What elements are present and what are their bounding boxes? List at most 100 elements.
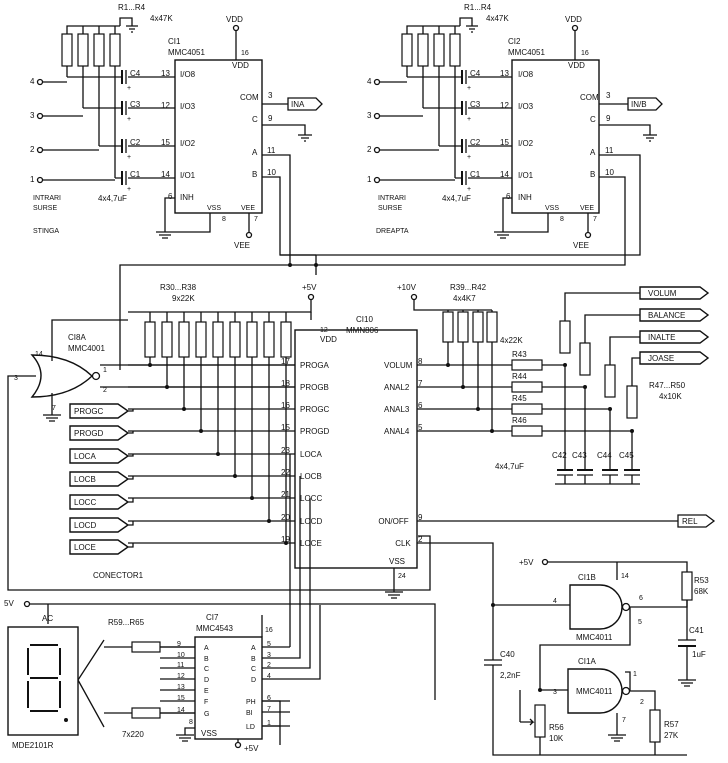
- ctrl-right-pin-name: ANAL2: [384, 383, 410, 392]
- ci7-left-pin-num: 11: [177, 662, 184, 669]
- ctrl-left-pin-name: LOCC: [300, 494, 322, 503]
- ctrl-right-pin-num: 8: [418, 357, 423, 366]
- svg-text:+: +: [467, 154, 471, 161]
- right-cap-c3: C3: [470, 100, 481, 109]
- ci7-left-pin-name: D: [204, 677, 209, 684]
- right-res-label: R1...R4: [464, 3, 492, 12]
- svg-text:+: +: [467, 116, 471, 123]
- pullup-resistor: [178, 321, 190, 358]
- nor-part: MMC4001: [68, 344, 105, 353]
- ci2-pin-9: 9: [606, 114, 611, 123]
- ci7-right-pin-name: PH: [246, 699, 256, 706]
- connector-pin: [69, 448, 130, 464]
- display-supply: 5V: [4, 599, 14, 608]
- ctrl-left-pin-name: LOCA: [300, 450, 322, 459]
- ci1-pin-io8: I/O8: [180, 70, 196, 79]
- ctrl-right-pin-num: 2: [418, 535, 423, 544]
- ic-ci7-vss: VSS: [201, 729, 217, 738]
- ci1-pin-c: C: [252, 115, 258, 124]
- analog-output-tag: [639, 308, 710, 322]
- left-input-4: 4: [30, 77, 35, 86]
- nor-ref: CI8A: [68, 333, 86, 342]
- pullup-ref: R30...R38: [160, 283, 197, 292]
- nand-a-pin7: 7: [622, 717, 626, 724]
- ctrl-right-pin-num: 9: [418, 513, 423, 522]
- left-cap-c2: C2: [130, 138, 141, 147]
- analog-output-label: INALTE: [648, 333, 675, 342]
- ctrl-part: MMN806: [346, 326, 379, 335]
- left-src-label-2: SURSE: [33, 205, 57, 212]
- connector-pin-label: LOCB: [74, 475, 96, 484]
- ci2-pin-11: 11: [605, 146, 614, 155]
- r53-value: 68K: [694, 587, 709, 596]
- analog-cap-value: 4x4,7uF: [495, 462, 524, 471]
- nand-a-pin1: 1: [633, 671, 637, 678]
- nand-a-part: MMC4011: [576, 687, 613, 696]
- ctrl-left-pin-name: PROGB: [300, 383, 329, 392]
- nand-b-pin4: 4: [553, 598, 557, 605]
- ci2-pin-7: 7: [593, 216, 597, 223]
- ci1-pin-13: 13: [161, 69, 170, 78]
- analog-pullup-value: 4x4K7: [453, 294, 476, 303]
- series-resistor-ref: R44: [512, 372, 527, 381]
- nand-b-part: MMC4011: [576, 633, 613, 642]
- r57-value: 27K: [664, 731, 679, 740]
- left-vdd-pin: 16: [241, 50, 249, 57]
- ci2-pin-6: 6: [506, 192, 511, 201]
- nor-pin-in2: 2: [103, 387, 107, 394]
- ic-ci2: [511, 59, 600, 214]
- ci2-pin-c: C: [590, 115, 596, 124]
- connector-pin: [69, 539, 130, 555]
- nand-a-ref: CI1A: [578, 657, 596, 666]
- nand-a-pin2: 2: [640, 699, 644, 706]
- left-side-label: STINGA: [33, 228, 59, 235]
- pullup-resistor: [229, 321, 241, 358]
- ci1-pin-11: 11: [267, 146, 276, 155]
- ci2-pin-io3: I/O3: [518, 102, 534, 111]
- nor-pin-out: 3: [14, 375, 18, 382]
- connector-pin: [69, 425, 130, 441]
- ci2-pin-com: COM: [580, 93, 599, 102]
- ci7-right-pin-num: 6: [267, 695, 271, 702]
- ci1-pin-com: COM: [240, 93, 259, 102]
- ic-ci1-ref: CI1: [168, 37, 181, 46]
- resistor-r3: [93, 33, 105, 67]
- ci7-left-pin-num: 15: [177, 695, 185, 702]
- display-supply2: +5V: [244, 744, 259, 753]
- ctrl-left-pin-name: PROGD: [300, 427, 330, 436]
- nor-pin-in1: 1: [103, 367, 107, 374]
- ci2-pin-8: 8: [560, 216, 564, 223]
- ci7-right-pin-num: 4: [267, 673, 271, 680]
- pullup-supply: +5V: [302, 283, 317, 292]
- left-mux-section: R1...R4 4x47K CI1 MMC4051 VDD VDD 16 I/O…: [30, 3, 323, 250]
- nor-pin7: 7: [52, 405, 56, 412]
- ci2-vee: VEE: [580, 205, 594, 212]
- right-mux-section: R1...R4 4x47K CI2 MMC4051 VDD VDD 16 I/O…: [367, 3, 663, 250]
- connector-pin-label: PROGD: [74, 429, 104, 438]
- ci7-left-pin-name: F: [204, 699, 208, 706]
- ic-ci2-ref: CI2: [508, 37, 521, 46]
- ci7-left-pin-num: 10: [177, 652, 185, 659]
- pullup-resistor: [263, 321, 275, 358]
- left-input-3: 3: [30, 111, 35, 120]
- r57-ref: R57: [664, 720, 679, 729]
- nand-b-pin5: 5: [638, 619, 642, 626]
- left-vdd-label: VDD: [226, 15, 243, 24]
- ci2-pin-io8: I/O8: [518, 70, 534, 79]
- ci2-pin-a: A: [590, 148, 596, 157]
- ci1-pin-io3: I/O3: [180, 102, 196, 111]
- ci1-pin-3: 3: [268, 91, 273, 100]
- ci2-pin-13: 13: [500, 69, 509, 78]
- ci2-pin-12: 12: [500, 101, 509, 110]
- clock-supply: +5V: [519, 558, 534, 567]
- ic-ci7-vdd-pin: 16: [265, 627, 273, 634]
- ci1-pin-12: 12: [161, 101, 170, 110]
- analog-output-section: +10V R39...R42 4x4K7 4x22K R47...R50 4x1…: [397, 283, 710, 485]
- ic-ci7-ref: CI7: [206, 613, 219, 622]
- right-src-label-2: SURSE: [378, 205, 402, 212]
- svg-text:+: +: [127, 85, 131, 92]
- right-vdd-pin-name: VDD: [568, 61, 585, 70]
- right-cap-c2: C2: [470, 138, 481, 147]
- ci1-pin-15: 15: [161, 138, 170, 147]
